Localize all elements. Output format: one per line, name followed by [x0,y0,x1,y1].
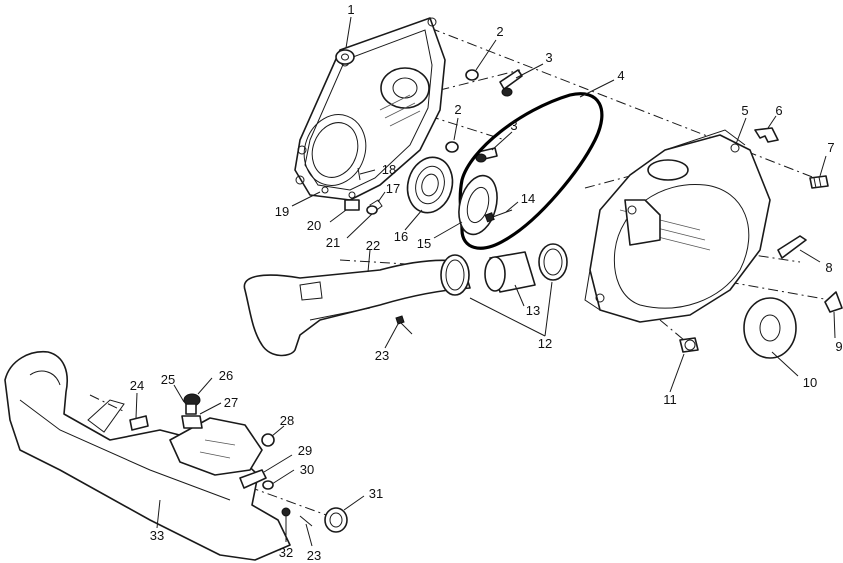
gasket-part-10 [743,297,797,359]
callout-7: 7 [827,140,834,155]
callout-3-lower: 3 [510,118,517,133]
decal-part-8 [777,235,807,259]
nut-part-32 [281,507,291,517]
callout-30: 30 [300,462,314,477]
callout-3-upper: 3 [545,50,552,65]
callout-2-lower: 2 [454,102,461,117]
callout-8: 8 [825,260,832,275]
screw-part-23-upper [395,315,413,335]
callout-12: 12 [538,336,552,351]
callout-14: 14 [521,191,535,206]
bolt-part-3-upper [499,69,523,97]
hose-clamp-part-12-right [538,243,568,281]
clip-part-6 [754,127,779,143]
callout-4: 4 [617,68,624,83]
screw-part-23-lower [299,515,313,527]
callout-23-upper: 23 [375,348,389,363]
lower-duct-part-33 [4,351,291,561]
hose-part-13 [484,251,536,293]
washer-part-1 [335,49,355,65]
callout-11: 11 [663,392,677,407]
outer-clutch-cover-part-5 [584,129,771,323]
washer-part-30 [262,480,274,490]
callout-28: 28 [280,413,294,428]
callout-24: 24 [130,378,144,393]
callout-19: 19 [275,204,289,219]
bracket-part-20 [344,199,360,211]
clamp-part-31 [324,507,348,533]
callout-2-upper: 2 [496,24,503,39]
callout-5: 5 [741,103,748,118]
drive-belt-part-4 [458,92,604,250]
plug-part-28 [261,433,275,447]
callout-25: 25 [161,372,175,387]
callout-16: 16 [394,229,408,244]
nut-part-27 [181,415,203,429]
screw-part-7 [809,175,829,189]
callout-9: 9 [835,339,842,354]
callout-18: 18 [382,162,396,177]
hose-clamp-part-12-left [440,254,470,296]
callout-32: 32 [279,545,293,560]
callout-10: 10 [803,375,817,390]
seal-part-16 [406,156,454,214]
mount-plate [169,417,263,476]
washer-part-21 [366,205,378,215]
bolt-part-3-lower [475,147,498,163]
screw-part-14 [484,209,513,223]
callout-22: 22 [366,238,380,253]
callout-20: 20 [307,218,321,233]
callout-13: 13 [526,303,540,318]
callout-21: 21 [326,235,340,250]
leader-lines [135,16,836,547]
callout-1: 1 [347,2,354,17]
callout-6: 6 [775,103,782,118]
pin-part-18 [357,167,361,181]
callout-17: 17 [386,181,400,196]
callout-33: 33 [150,528,164,543]
washer-part-2-upper [465,69,479,81]
stud-part-25 [185,403,197,415]
callout-29: 29 [298,443,312,458]
intake-duct-part-22 [243,259,471,357]
callout-27: 27 [224,395,238,410]
callout-15: 15 [417,236,431,251]
callout-23-lower: 23 [307,548,321,563]
bolt-part-11 [679,337,699,353]
screw-part-24 [129,415,149,431]
callout-26: 26 [219,368,233,383]
callout-31: 31 [369,486,383,501]
inner-clutch-cover [294,17,446,201]
callout-labels: 1 2 3 4 2 3 5 6 7 18 17 19 20 21 16 15 1… [130,2,843,563]
washer-part-2-lower [445,141,459,153]
decal-part-9 [824,291,843,313]
bracket-part-29 [239,469,267,489]
